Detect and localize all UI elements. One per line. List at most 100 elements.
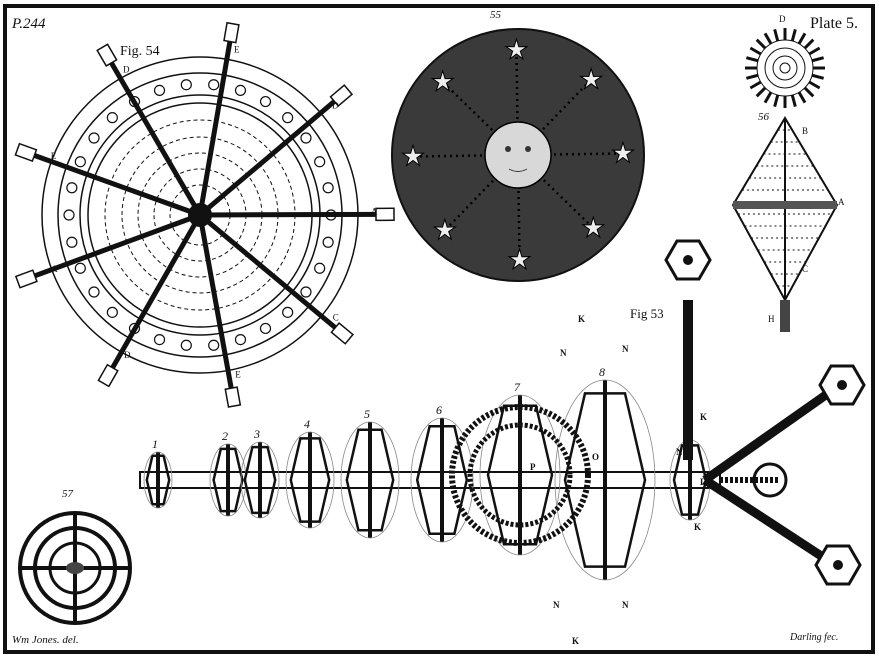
star xyxy=(400,143,426,167)
spoke-letter: E xyxy=(235,369,241,379)
fig-55-star-moon-disc xyxy=(391,28,645,282)
spoke xyxy=(104,53,203,217)
sun-ray xyxy=(808,80,821,90)
scroll-ornament xyxy=(180,79,192,91)
scroll-ornament xyxy=(300,286,312,298)
wheel-frame xyxy=(563,392,647,568)
sun-ring xyxy=(756,39,814,97)
spiral-ring xyxy=(467,422,573,528)
sun-ray xyxy=(755,86,767,98)
rocket-case xyxy=(375,207,395,222)
sun-ray xyxy=(797,91,807,104)
scroll-ornament xyxy=(106,306,118,318)
rocket-case xyxy=(97,363,119,388)
engraver-credit: Darling fec. xyxy=(789,632,838,643)
fig-57-label: 57 xyxy=(62,488,74,500)
spoke-letter: A xyxy=(51,264,58,274)
part-letter: K xyxy=(694,522,701,532)
scroll-ornament xyxy=(259,322,272,335)
sun-ray xyxy=(790,28,797,42)
sun-ray xyxy=(803,38,815,50)
hexagon-hub xyxy=(833,560,843,570)
scroll-ornament xyxy=(63,209,75,221)
handle-ring xyxy=(752,462,788,498)
diagonal-arm xyxy=(702,476,838,569)
part-letter: N xyxy=(686,376,693,386)
scroll-ornament xyxy=(88,132,100,144)
wheel-frame xyxy=(243,445,277,515)
sun-ray xyxy=(749,46,762,56)
fig-56-label: 56 xyxy=(758,111,770,123)
wheel-number: 2 xyxy=(222,429,228,443)
wheel-number: 6 xyxy=(436,403,442,417)
scroll-ornament xyxy=(66,182,78,194)
spoke xyxy=(197,214,236,398)
spoke-letter: D xyxy=(123,64,130,74)
wheel-glory xyxy=(285,431,335,529)
wheel-number: 1 xyxy=(152,437,158,451)
spoke xyxy=(25,150,201,218)
scroll-ornament xyxy=(314,156,326,168)
artist-credit: Wm Jones. del. xyxy=(12,634,79,646)
spoke-letter: A xyxy=(371,206,378,216)
scroll-ornament xyxy=(314,262,326,274)
diamond-crossbar xyxy=(733,201,837,209)
page-reference: P.244 xyxy=(11,16,46,32)
star xyxy=(504,37,529,61)
spoke-letter: D xyxy=(332,100,339,110)
scroll-ornament xyxy=(74,156,86,168)
part-letter: N xyxy=(553,600,560,610)
rocket-case xyxy=(14,142,38,163)
scroll-ornament xyxy=(322,236,334,248)
fig-54-label: Fig. 54 xyxy=(120,44,160,59)
scroll-ornament xyxy=(106,112,118,124)
diamond-handle xyxy=(780,300,790,332)
star xyxy=(579,66,604,90)
scroll-ornament xyxy=(153,84,166,97)
sun-ray xyxy=(749,80,762,90)
sun-ring xyxy=(764,47,806,89)
wheel-glory xyxy=(340,421,400,539)
wheel-frame xyxy=(289,437,331,523)
part-letter: P xyxy=(530,462,536,472)
wheel-glory xyxy=(479,394,561,556)
sun-ray xyxy=(773,28,780,42)
wheel-number: 7 xyxy=(514,380,521,394)
wheel-number: 8 xyxy=(599,365,605,379)
spoke-letter: E xyxy=(51,151,57,161)
spoke xyxy=(197,32,234,216)
wheel-number: 3 xyxy=(253,427,260,441)
scroll-ornament xyxy=(259,95,272,108)
wheel-frame xyxy=(672,444,708,516)
fig-53-machine: 123456789KNNNKNKNNKOPD xyxy=(139,239,866,646)
star xyxy=(430,69,455,93)
scroll-ornament xyxy=(234,84,247,97)
fig-56-sun-and-diamond xyxy=(731,28,839,332)
part-letter: N xyxy=(622,344,629,354)
moon-face xyxy=(484,121,552,189)
hub xyxy=(66,562,84,574)
rocket-case xyxy=(329,84,354,108)
scroll-ornament xyxy=(153,333,166,346)
rocket-case xyxy=(224,386,242,408)
plate-border xyxy=(3,4,875,654)
scroll-ornament xyxy=(282,306,294,318)
wheel-frame xyxy=(212,447,244,513)
wheel-frame xyxy=(415,425,469,535)
sun-ray xyxy=(811,56,825,63)
scroll-ornament xyxy=(208,79,220,91)
spoke xyxy=(198,213,344,336)
scroll-ornament xyxy=(234,333,247,346)
rocket-case xyxy=(223,21,240,44)
part-letter: K xyxy=(700,412,707,422)
spiral-ring xyxy=(449,404,591,546)
spoke xyxy=(25,212,201,282)
wheel-frame xyxy=(486,404,554,546)
diagonal-arm xyxy=(702,381,843,484)
sun-ray xyxy=(790,94,797,108)
sun-ring xyxy=(772,55,798,81)
scroll-ornament xyxy=(282,112,294,124)
rocket-case xyxy=(96,43,118,67)
